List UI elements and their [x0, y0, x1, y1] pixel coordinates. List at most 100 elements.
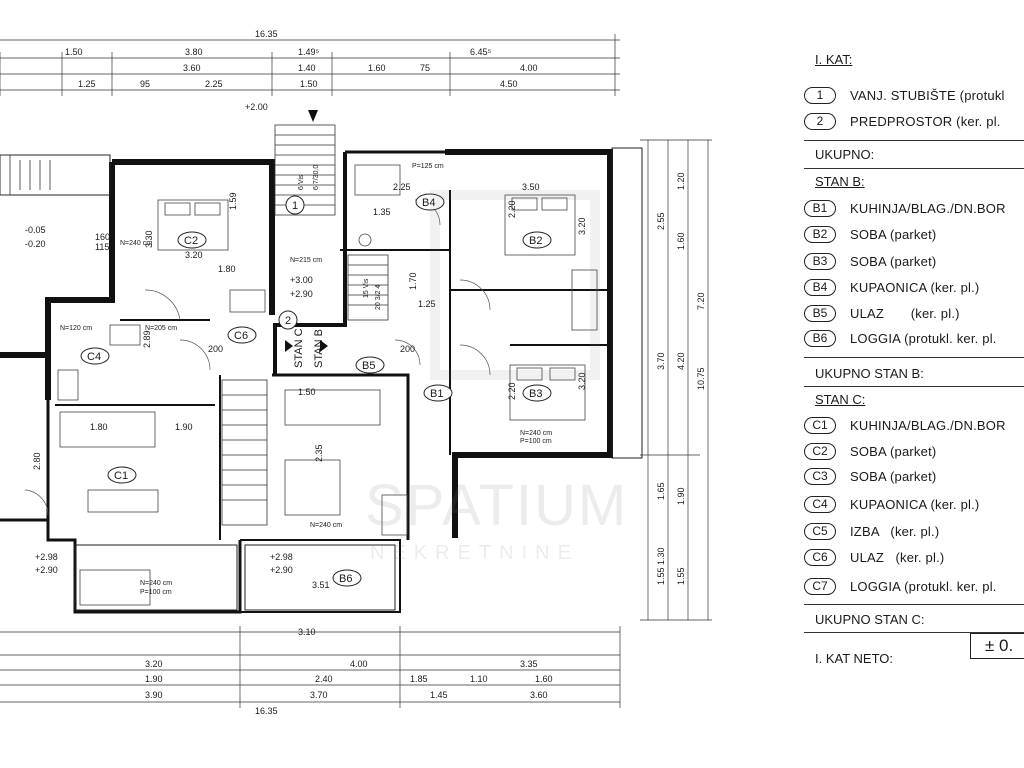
level-marker: +3.00 [290, 275, 313, 285]
divider [804, 168, 1024, 169]
top-dim-4: 6.45⁵ [470, 47, 492, 57]
furniture [57, 164, 598, 606]
bottom-dim-12: 3.60 [530, 690, 548, 700]
top-dimension-chain [0, 34, 620, 96]
legend-item-b4: B4 KUPAONICA (ker. pl.) [804, 277, 979, 297]
room-dim: 1.90 [175, 422, 193, 432]
legend-title: I. KAT: [815, 52, 853, 67]
legend-item-b1: B1 KUHINJA/BLAG./DN.BOR [804, 198, 1006, 218]
legend-item-text: LOGGIA (protukl. ker. pl. [850, 330, 997, 346]
legend-item-text: PREDPROSTOR (ker. pl. [850, 113, 1001, 129]
right-dim-4: 7.20 [696, 292, 706, 310]
bottom-dim-6: 1.85 [410, 674, 428, 684]
right-dim-3: 1.60 [676, 232, 686, 250]
room-label-c6: C6 [234, 330, 248, 342]
level-marker: +2.90 [35, 565, 58, 575]
room-dim: 3.20 [577, 372, 587, 390]
top-dim-row3-b: 95 [140, 79, 150, 89]
legend-item-c4: C4 KUPAONICA (ker. pl.) [804, 494, 979, 514]
stan-b-total: UKUPNO STAN B: [815, 366, 924, 381]
divider [804, 386, 1024, 387]
legend-badge: C1 [804, 416, 836, 434]
room-dim: 3.20 [577, 217, 587, 235]
room-dimensions: 3.20 3.30 1.59 1.80 1.80 1.90 2.80 3.50 … [32, 182, 587, 637]
room-labels: C2 C1 C4 C6 B1 B2 B3 B4 B5 B6 1 2 [80, 193, 552, 587]
legend-item-text: ULAZ (ker. pl.) [850, 305, 960, 321]
top-dim-1: 1.50 [65, 47, 83, 57]
room-dim: 2.25 [393, 182, 411, 192]
legend-badge: 1 [804, 86, 836, 104]
bottom-dim-1: 3.20 [145, 659, 163, 669]
watermark-brand: SPATIUM [365, 473, 629, 538]
legend-item-text: IZBA (ker. pl.) [850, 523, 940, 539]
bottom-dim-4: 1.90 [145, 674, 163, 684]
room-label-b3: B3 [529, 388, 542, 400]
right-dimension-chain [640, 139, 712, 621]
legend-item-text: ULAZ (ker. pl.) [850, 549, 945, 565]
room-dim: 3.10 [298, 627, 316, 637]
window-note: N=240 cm [140, 580, 172, 587]
room-dim: 2.35 [314, 444, 324, 462]
level-marker: -0.20 [25, 239, 46, 249]
window-note: N=240 cm [520, 430, 552, 437]
top-dim-row3-e: 4.50 [500, 79, 518, 89]
level-marker: +2.00 [245, 102, 268, 112]
legend-badge: B6 [804, 329, 836, 347]
legend-item-text: SOBA (parket) [850, 443, 937, 459]
right-dim-8: 1.65 [656, 482, 666, 500]
room-dim: 160 [95, 232, 110, 242]
bottom-dim-5: 2.40 [315, 674, 333, 684]
right-dim-2: 2.55 [656, 212, 666, 230]
legend-item-c1: C1 KUHINJA/BLAG./DN.BOR [804, 415, 1006, 435]
legend-item-text: KUHINJA/BLAG./DN.BOR [850, 200, 1006, 216]
legend-item-text: LOGGIA (protukl. ker. pl. [850, 578, 997, 594]
room-dim: 3.30 [144, 230, 154, 248]
stan-c-heading: STAN C: [815, 392, 866, 407]
room-dim: 2.20 [507, 200, 517, 218]
divider [804, 357, 1024, 358]
room-label-b4: B4 [422, 197, 435, 209]
legend-badge: B3 [804, 252, 836, 270]
room-legend: I. KAT: 1 VANJ. STUBIŠTE (protukl 2 PRED… [800, 0, 1024, 768]
legend-badge: B4 [804, 278, 836, 296]
top-dim-row2-e: 4.00 [520, 63, 538, 73]
window-note: N=205 cm [145, 325, 177, 332]
legend-badge: C4 [804, 495, 836, 513]
room-dim: 200 [400, 344, 415, 354]
top-dim-2: 3.80 [185, 47, 203, 57]
bottom-dim-7: 1.10 [470, 674, 488, 684]
right-dim-1: 1.20 [676, 172, 686, 190]
room-dim: 1.35 [373, 207, 391, 217]
bottom-dimension-chain [0, 626, 621, 708]
room-label-2: 2 [285, 315, 291, 327]
top-dim-3: 1.49⁵ [298, 47, 320, 57]
room-dim: 1.70 [408, 272, 418, 290]
room-dim: 3.50 [522, 182, 540, 192]
direction-arrow-icon [320, 340, 328, 352]
top-dim-row3-d: 1.50 [300, 79, 318, 89]
legend-badge: C2 [804, 442, 836, 460]
room-label-b1: B1 [430, 388, 443, 400]
room-dim: 1.50 [298, 387, 316, 397]
window-note: P=100 cm [140, 589, 172, 596]
level-marker: -0.05 [25, 225, 46, 235]
level-markers: +2.00 -0.05 -0.20 +3.00 +2.90 +2.98 +2.9… [25, 102, 313, 575]
room-label-c2: C2 [184, 235, 198, 247]
right-dim-7: 10.75 [696, 367, 706, 390]
right-dim-10: 1.30 [656, 547, 666, 565]
right-dim-9: 1.90 [676, 487, 686, 505]
room-dim: 2.89 [142, 330, 152, 348]
bottom-dim-9: 3.90 [145, 690, 163, 700]
direction-arrow-icon [285, 340, 293, 352]
legend-item-text: KUPAONICA (ker. pl.) [850, 496, 980, 512]
legend-item-text: KUPAONICA (ker. pl.) [850, 279, 980, 295]
bottom-dim-10: 3.70 [310, 690, 328, 700]
room-dim: 3.20 [185, 250, 203, 260]
floor-net-total-label: I. KAT NETO: [815, 651, 894, 666]
room-dim: 200 [208, 344, 223, 354]
legend-item-text: SOBA (parket) [850, 468, 937, 484]
divider [804, 140, 1024, 141]
legend-badge: B2 [804, 225, 836, 243]
level-marker: +2.98 [35, 552, 58, 562]
legend-badge: C7 [804, 577, 836, 595]
